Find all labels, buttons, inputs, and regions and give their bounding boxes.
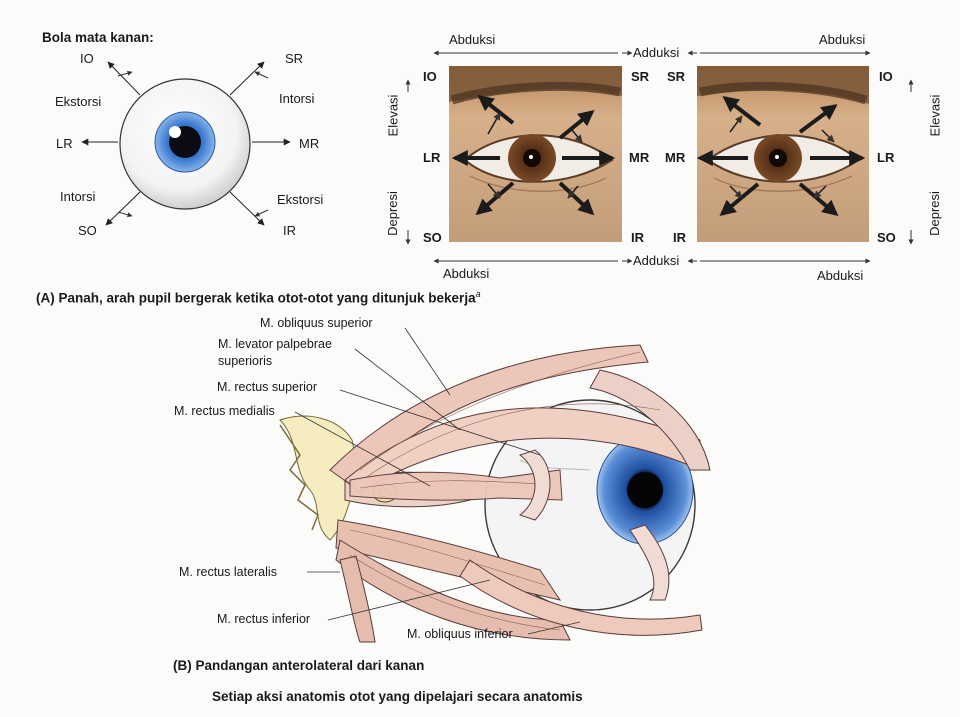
right-photo-ir: IR xyxy=(673,231,686,244)
left-photo-ir: IR xyxy=(631,231,644,244)
arrow-sr xyxy=(230,62,264,95)
schematic-label-sr: SR xyxy=(285,52,303,65)
caption-a: (A) Panah, arah pupil bergerak ketika ot… xyxy=(36,289,481,306)
elevasi-right: Elevasi xyxy=(927,95,942,137)
depresi-left: Depresi xyxy=(385,191,400,236)
schematic-label-lr: LR xyxy=(56,137,73,150)
abduksi-top-right: Abduksi xyxy=(819,33,865,46)
schematic-label-intorsi-top: Intorsi xyxy=(279,92,314,105)
arrow-io xyxy=(108,62,140,95)
anatomy-illustration xyxy=(280,345,710,642)
caption-a-text: (A) Panah, arah pupil bergerak ketika ot… xyxy=(36,291,476,306)
right-photo-so: SO xyxy=(877,231,896,244)
schematic-label-mr: MR xyxy=(299,137,319,150)
left-photo-so: SO xyxy=(423,231,442,244)
right-photo-io: IO xyxy=(879,70,893,83)
schematic-label-intorsi-bottom: Intorsi xyxy=(60,190,95,203)
label-rectus-inferior: M. rectus inferior xyxy=(217,613,310,626)
caption-b: (B) Pandangan anterolateral dari kanan xyxy=(173,658,424,673)
arrow-ir xyxy=(230,192,264,225)
left-photo-sr: SR xyxy=(631,70,649,83)
elevasi-left: Elevasi xyxy=(385,95,400,137)
abduksi-bottom-right: Abduksi xyxy=(817,269,863,282)
label-rectus-medialis: M. rectus medialis xyxy=(174,405,275,418)
schematic-label-io: IO xyxy=(80,52,94,65)
right-photo-mr: MR xyxy=(665,151,685,164)
left-photo-lr: LR xyxy=(423,151,440,164)
arrow-so xyxy=(106,192,140,225)
right-photo-sr: SR xyxy=(667,70,685,83)
abduksi-bottom-left: Abduksi xyxy=(443,267,489,280)
caption-a-superscript: a xyxy=(476,289,481,299)
abduksi-top-left: Abduksi xyxy=(449,33,495,46)
label-rectus-superior: M. rectus superior xyxy=(217,381,317,394)
label-levator-line2: superioris xyxy=(218,355,272,368)
schematic-label-ir: IR xyxy=(283,224,296,237)
left-photo-mr: MR xyxy=(629,151,649,164)
adduksi-bottom: Adduksi xyxy=(633,254,679,267)
label-obliquus-superior: M. obliquus superior xyxy=(260,317,373,330)
right-eye-photo xyxy=(697,66,869,242)
label-obliquus-inferior: M. obliquus inferior xyxy=(407,628,513,641)
schematic-label-ekstorsi-bottom: Ekstorsi xyxy=(277,193,323,206)
schematic-label-so: SO xyxy=(78,224,97,237)
right-photo-lr: LR xyxy=(877,151,894,164)
depresi-right: Depresi xyxy=(927,191,942,236)
label-rectus-lateralis: M. rectus lateralis xyxy=(179,566,277,579)
left-eye-photo xyxy=(449,66,622,242)
adduksi-top: Adduksi xyxy=(633,46,679,59)
label-levator-line1: M. levator palpebrae xyxy=(218,338,332,351)
schematic-label-ekstorsi-top: Ekstorsi xyxy=(55,95,101,108)
footer-note: Setiap aksi anatomis otot yang dipelajar… xyxy=(212,689,583,704)
left-photo-io: IO xyxy=(423,70,437,83)
